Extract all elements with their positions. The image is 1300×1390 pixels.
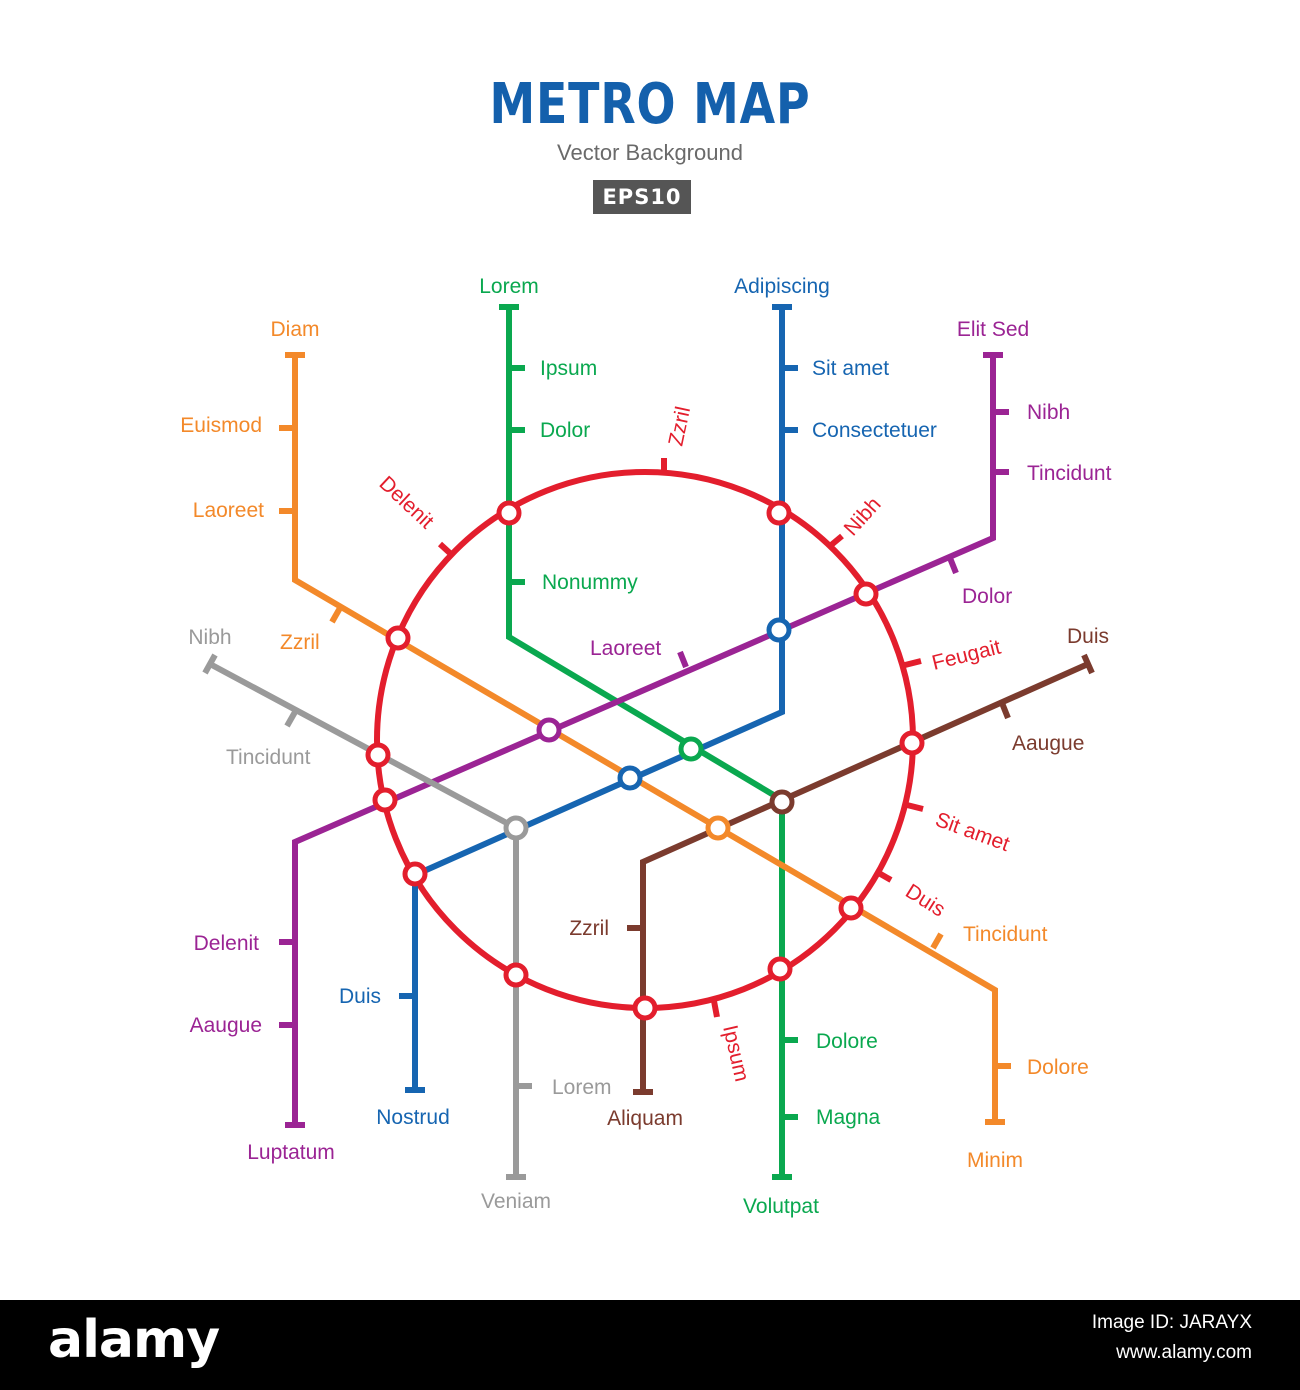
tick-red-feugait: [904, 658, 922, 668]
tick-red-ipsum: [711, 1000, 720, 1018]
label-orange-dolore: Dolore: [1027, 1056, 1089, 1079]
green-line: [506, 307, 785, 1177]
interchange-gray-blue: [503, 815, 529, 841]
label-orange-minim: Minim: [967, 1149, 1023, 1172]
interchange-purple-orange: [536, 717, 562, 743]
tick-orange-tincidunt: [930, 932, 944, 950]
interchange-red-gray-bottom: [503, 962, 529, 988]
label-red-duis: Duis: [901, 880, 949, 922]
label-purple-delenit: Delenit: [194, 932, 260, 955]
orange-line: [292, 355, 998, 1122]
interchange-red-gray-left: [365, 742, 391, 768]
label-gray-veniam: Veniam: [481, 1190, 551, 1213]
interchange-red-purple-right: [853, 581, 879, 607]
label-orange-laoreet: Laoreet: [193, 499, 264, 522]
tick-purple-dolor: [947, 556, 959, 575]
label-orange-diam: Diam: [270, 318, 319, 341]
label-red-sit-amet: Sit amet: [932, 808, 1012, 856]
interchange-red-blue-top: [766, 500, 792, 526]
metro-lines: [208, 307, 1090, 1177]
brown-terminal-top: [1081, 653, 1095, 675]
label-brown-duis: Duis: [1067, 625, 1109, 648]
label-green-lorem: Lorem: [479, 275, 539, 298]
label-purple-elit-sed: Elit Sed: [957, 318, 1029, 341]
label-gray-lorem: Lorem: [552, 1076, 612, 1099]
label-purple-dolor: Dolor: [962, 585, 1012, 608]
station-ticks: [279, 365, 1011, 1120]
interchange-stations: [365, 500, 925, 1021]
tick-gray-tincidunt: [284, 710, 298, 728]
label-orange-zzril: Zzril: [280, 631, 320, 654]
label-orange-tincidunt: Tincidunt: [963, 923, 1048, 946]
interchange-green-blue: [678, 736, 704, 762]
label-blue-consectetuer: Consectetuer: [812, 419, 937, 442]
label-blue-sit-amet: Sit amet: [812, 357, 889, 380]
label-red-feugait: Feugait: [930, 636, 1004, 675]
tick-orange-zzril: [329, 606, 343, 624]
format-badge: EPS10: [593, 180, 691, 214]
label-blue-adipiscing: Adipiscing: [734, 275, 830, 298]
label-purple-luptatum: Luptatum: [247, 1141, 335, 1164]
interchange-red-brown-bottom: [632, 995, 658, 1021]
label-green-ipsum: Ipsum: [540, 357, 597, 380]
gray-line: [208, 661, 519, 1177]
label-purple-aaugue: Aaugue: [190, 1014, 262, 1037]
tick-brown-aaugue: [999, 701, 1011, 720]
label-green-volutpat: Volutpat: [743, 1195, 819, 1218]
footer-meta: Image ID: JARAYX www.alamy.com: [1092, 1308, 1252, 1368]
label-purple-laoreet: Laoreet: [590, 637, 661, 660]
label-orange-euismod: Euismod: [180, 414, 262, 437]
map-title: METRO MAP: [489, 72, 811, 137]
label-green-dolor: Dolor: [540, 419, 590, 442]
label-red-nibh: Nibh: [840, 493, 886, 540]
image-id-text: Image ID: JARAYX: [1091, 1312, 1252, 1333]
terminal-bars: [202, 304, 1095, 1180]
footer-bar: alamy Image ID: JARAYX www.alamy.com: [0, 1300, 1300, 1390]
label-green-dolore: Dolore: [816, 1030, 878, 1053]
interchange-blue-orange: [617, 765, 643, 791]
interchange-red-purple-left: [372, 787, 398, 813]
map-subtitle: Vector Background: [557, 140, 743, 165]
tick-red-duis: [875, 869, 893, 883]
tick-red-delenit: [437, 541, 455, 558]
blue-line: [412, 307, 785, 1090]
label-gray-tincidunt: Tincidunt: [226, 746, 311, 769]
gray-terminal-top: [202, 653, 218, 675]
interchange-blue-purple: [766, 617, 792, 643]
interchange-orange-brown: [705, 815, 731, 841]
label-blue-nostrud: Nostrud: [376, 1106, 450, 1129]
label-red-zzril: Zzril: [664, 404, 695, 448]
label-red-delenit: Delenit: [375, 472, 439, 534]
label-blue-duis: Duis: [339, 985, 381, 1008]
tick-purple-laoreet: [677, 650, 689, 669]
label-gray-nibh: Nibh: [188, 626, 231, 649]
alamy-logo: alamy: [48, 1310, 220, 1370]
interchange-red-blue-left: [402, 861, 428, 887]
site-url-text: www.alamy.com: [1116, 1342, 1252, 1363]
interchange-brown-green: [769, 789, 795, 815]
interchange-red-orange-left: [385, 625, 411, 651]
brown-line: [640, 661, 1090, 1092]
label-green-magna: Magna: [816, 1106, 881, 1129]
label-purple-nibh: Nibh: [1027, 401, 1070, 424]
tick-red-sit-amet: [906, 802, 924, 812]
tick-red-nibh: [828, 533, 844, 549]
interchange-red-brown-right: [899, 730, 925, 756]
label-brown-aliquam: Aliquam: [607, 1107, 683, 1130]
interchange-red-green-bottom: [767, 956, 793, 982]
label-brown-zzril: Zzril: [569, 917, 609, 940]
label-brown-aaugue: Aaugue: [1012, 732, 1084, 755]
purple-line: [292, 355, 996, 1125]
label-red-ipsum: Ipsum: [718, 1023, 753, 1084]
interchange-red-green-top: [496, 500, 522, 526]
interchange-red-orange-right: [838, 895, 864, 921]
metro-map: Lorem Ipsum Dolor Nonummy Dolore Magna V…: [180, 275, 1112, 1218]
label-green-nonummy: Nonummy: [542, 571, 638, 594]
label-purple-tincidunt: Tincidunt: [1027, 462, 1112, 485]
